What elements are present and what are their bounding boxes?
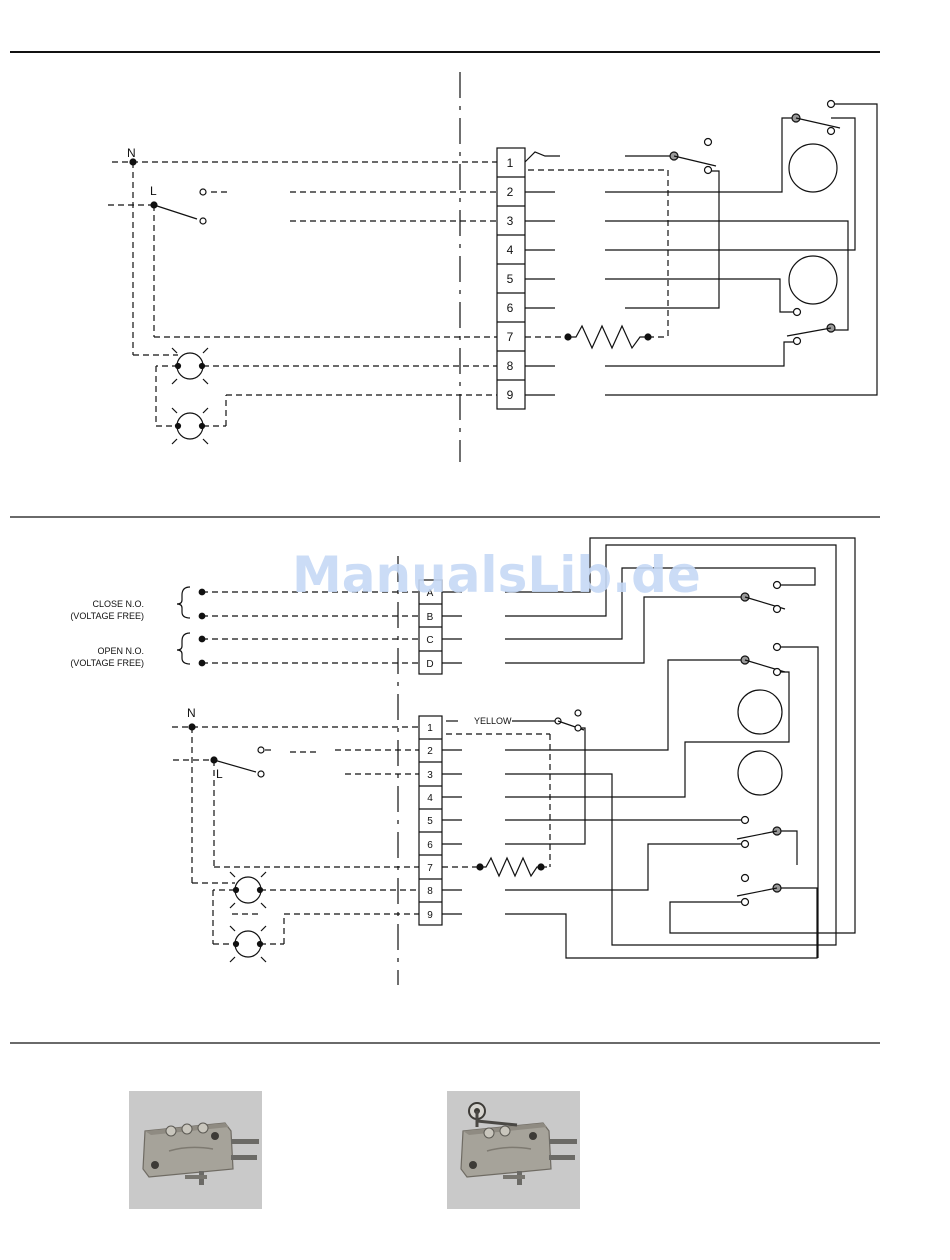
close-voltage-free-label: (VOLTAGE FREE)	[70, 611, 144, 621]
bottom-limit-switch-3	[737, 817, 781, 848]
top-switch-contact-2	[200, 218, 206, 224]
top-terminal-1: 1	[507, 156, 514, 170]
close-brace	[177, 587, 190, 618]
bottom-live-node	[211, 757, 217, 763]
top-live-switch-arm	[154, 205, 197, 219]
top-diagram	[108, 72, 877, 462]
bottom-terminal-8: 8	[427, 886, 433, 897]
top-terminal-4: 4	[507, 243, 514, 257]
top-terminal-7: 7	[507, 330, 514, 344]
bottom-diagram	[172, 538, 855, 985]
top-live-node	[151, 202, 157, 208]
microswitch-icon	[129, 1091, 262, 1209]
aux-terminal-c: C	[426, 635, 433, 646]
bottom-live-label: L	[216, 767, 223, 781]
yellow-wire-label: YELLOW	[474, 716, 512, 726]
bottom-selector-switch	[555, 710, 584, 731]
open-brace	[177, 633, 190, 664]
bottom-aux-field-wiring	[202, 592, 419, 663]
close-no-label: CLOSE N.O.	[92, 599, 144, 609]
bottom-limit-switch-4	[737, 875, 781, 906]
top-terminal-3: 3	[507, 214, 514, 228]
top-terminal-2: 2	[507, 185, 514, 199]
aux-terminal-d: D	[426, 659, 433, 670]
bottom-internal-wiring	[442, 538, 855, 958]
bottom-motor-circle-1	[738, 690, 782, 734]
open-voltage-free-label: (VOLTAGE FREE)	[70, 658, 144, 668]
bottom-terminal-3: 3	[427, 770, 433, 781]
bottom-terminal-4: 4	[427, 793, 433, 804]
top-limit-switch-lower	[787, 309, 835, 345]
microswitch-roller-photo	[447, 1091, 580, 1209]
bottom-terminal-numbers: 1 2 3 4 5 6 7 8 9	[427, 723, 433, 921]
aux-terminal-b: B	[427, 612, 434, 623]
bottom-limit-switch-1	[741, 582, 785, 613]
top-terminal-numbers: 1 2 3 4 5 6 7 8 9	[507, 156, 514, 402]
bottom-terminal-5: 5	[427, 816, 433, 827]
bottom-terminal-7: 7	[427, 863, 433, 874]
bottom-limit-switch-2	[741, 644, 785, 676]
top-terminal-8: 8	[507, 359, 514, 373]
top-motor-circle-1	[789, 144, 837, 192]
bottom-terminal-2: 2	[427, 746, 433, 757]
top-terminal-6: 6	[507, 301, 514, 315]
top-motor-circle-2	[789, 256, 837, 304]
microswitch-photo	[129, 1091, 262, 1209]
top-selector-switch	[670, 139, 716, 174]
bottom-lamp-1	[230, 872, 266, 908]
bottom-terminal-1: 1	[427, 723, 433, 734]
bottom-terminal-6: 6	[427, 840, 433, 851]
top-live-label: L	[150, 184, 157, 198]
bottom-lamp-2	[230, 926, 266, 962]
top-terminal-9: 9	[507, 388, 514, 402]
top-lamp-2	[172, 408, 208, 444]
bottom-neutral-node	[189, 724, 195, 730]
open-no-label: OPEN N.O.	[97, 646, 144, 656]
top-lamp-1	[172, 348, 208, 384]
bottom-motor-circle-2	[738, 751, 782, 795]
microswitch-roller-icon	[447, 1091, 580, 1209]
top-neutral-label: N	[127, 146, 136, 160]
top-field-wiring	[108, 162, 668, 426]
top-heater-resistor	[565, 326, 668, 348]
bottom-field-wiring	[172, 727, 550, 944]
bottom-neutral-label: N	[187, 706, 196, 720]
bottom-heater-resistor	[477, 858, 550, 876]
aux-terminal-a: A	[427, 588, 434, 599]
top-switch-contact-1	[200, 189, 206, 195]
top-terminal-5: 5	[507, 272, 514, 286]
bottom-terminal-9: 9	[427, 910, 433, 921]
